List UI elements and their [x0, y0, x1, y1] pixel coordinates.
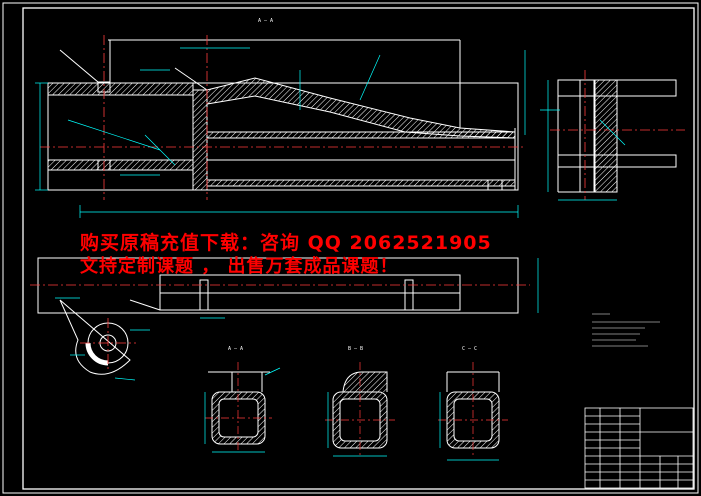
dimensions-main [35, 47, 526, 218]
view-label-top: A — A [258, 18, 273, 24]
dimensions-side [540, 80, 626, 201]
side-view [557, 79, 677, 193]
view-label-section-b: B — B [348, 346, 363, 352]
main-view [47, 39, 519, 191]
view-label-section-c: C — C [462, 346, 477, 352]
view-label-section-a: A — A [228, 346, 243, 352]
center-lines-main [40, 35, 525, 200]
center-lines-side [550, 70, 685, 200]
title-block [584, 407, 694, 489]
technical-notes [592, 313, 660, 347]
center-lines-a-a [205, 362, 272, 452]
dimensions-plan [55, 258, 539, 381]
section-labels: A — A A — A B — B C — C [228, 18, 477, 352]
watermark-line-2: 文持定制课题 ， 出售万套成品课题！ [80, 256, 399, 277]
center-lines-plan [30, 284, 530, 372]
plan-view [37, 257, 519, 375]
watermark-line-1: 购买原稿充值下载：咨询 QQ 2062521905 [80, 232, 492, 254]
center-lines-c-c [438, 362, 508, 458]
center-lines-b-b [325, 362, 395, 455]
dimensions-sections [204, 367, 499, 461]
section-a-a [208, 371, 270, 445]
